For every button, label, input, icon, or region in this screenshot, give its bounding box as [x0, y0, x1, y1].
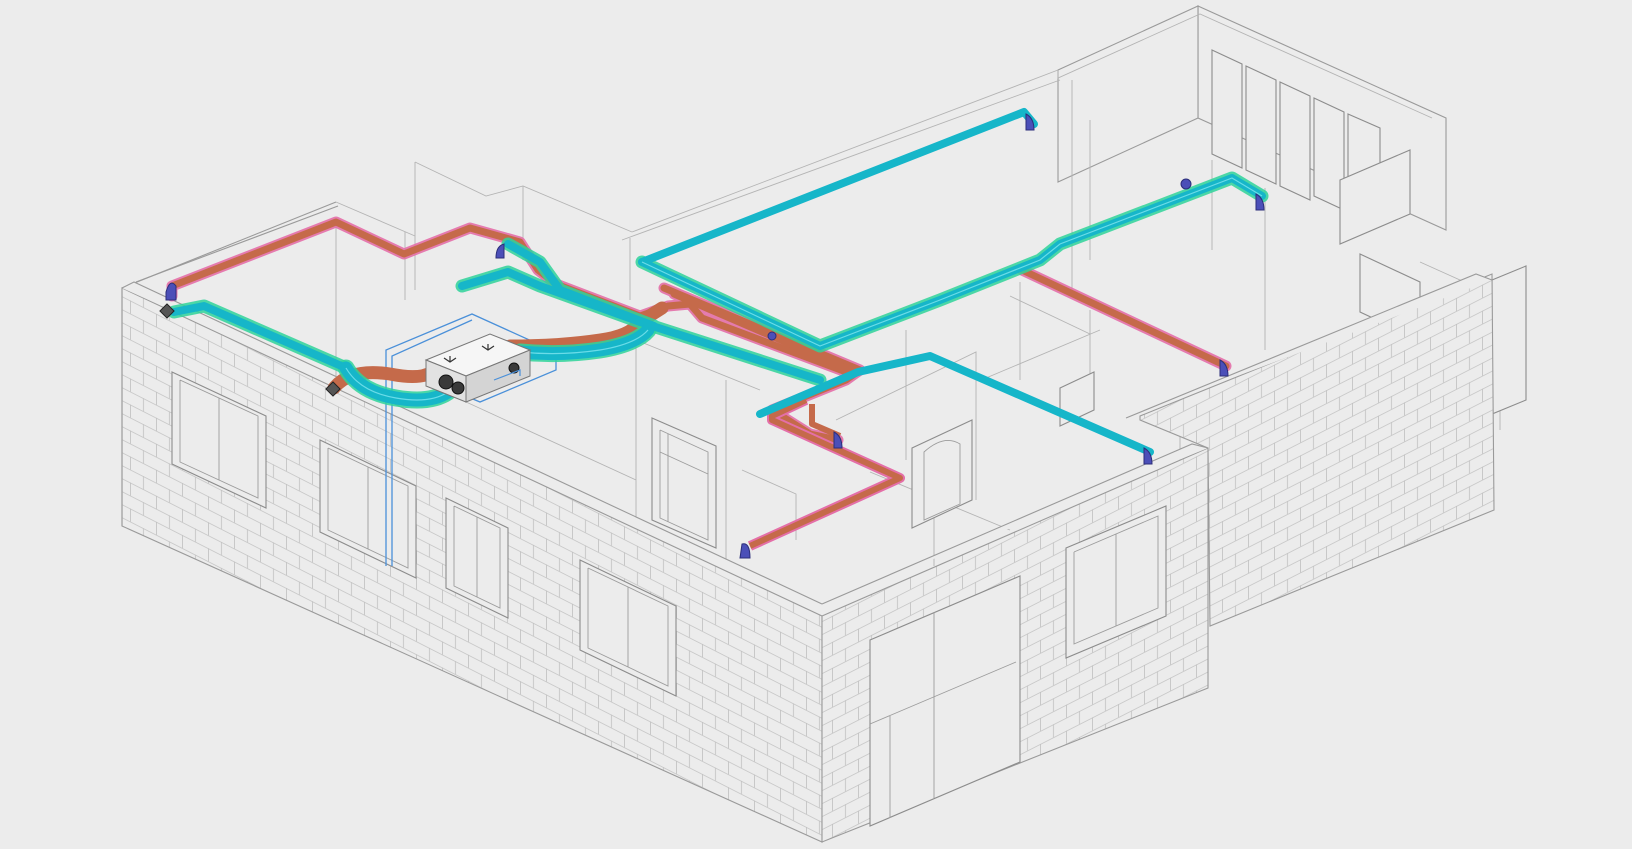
back-windows — [1211, 49, 1527, 415]
terminal-icon[interactable] — [1219, 359, 1229, 377]
balcony-door — [869, 575, 1021, 827]
terminal-icon[interactable] — [1025, 113, 1035, 131]
wall-grilles — [159, 303, 341, 397]
terminal-icon[interactable] — [495, 243, 505, 259]
terminal-icon[interactable] — [1255, 193, 1265, 211]
window — [579, 559, 677, 697]
front-right-openings — [869, 505, 1167, 827]
terminal-icon[interactable] — [165, 282, 177, 301]
window — [171, 371, 267, 509]
terminal-icon[interactable] — [833, 431, 843, 449]
terminal-icon[interactable] — [1180, 178, 1192, 190]
ventilation-system — [159, 112, 1265, 566]
right-wing-wall — [1125, 273, 1495, 627]
grille-icon[interactable] — [159, 303, 175, 319]
terminal-icon[interactable] — [739, 543, 751, 559]
air-terminals — [165, 113, 1265, 559]
terminal-icon[interactable] — [767, 331, 777, 341]
grille-icon[interactable] — [325, 381, 341, 397]
hvac-unit[interactable] — [424, 333, 532, 403]
exhaust-ducts — [172, 222, 1226, 551]
window — [1065, 505, 1167, 659]
terminal-icon[interactable] — [1143, 447, 1153, 465]
window — [445, 497, 509, 619]
building — [121, 5, 1527, 843]
